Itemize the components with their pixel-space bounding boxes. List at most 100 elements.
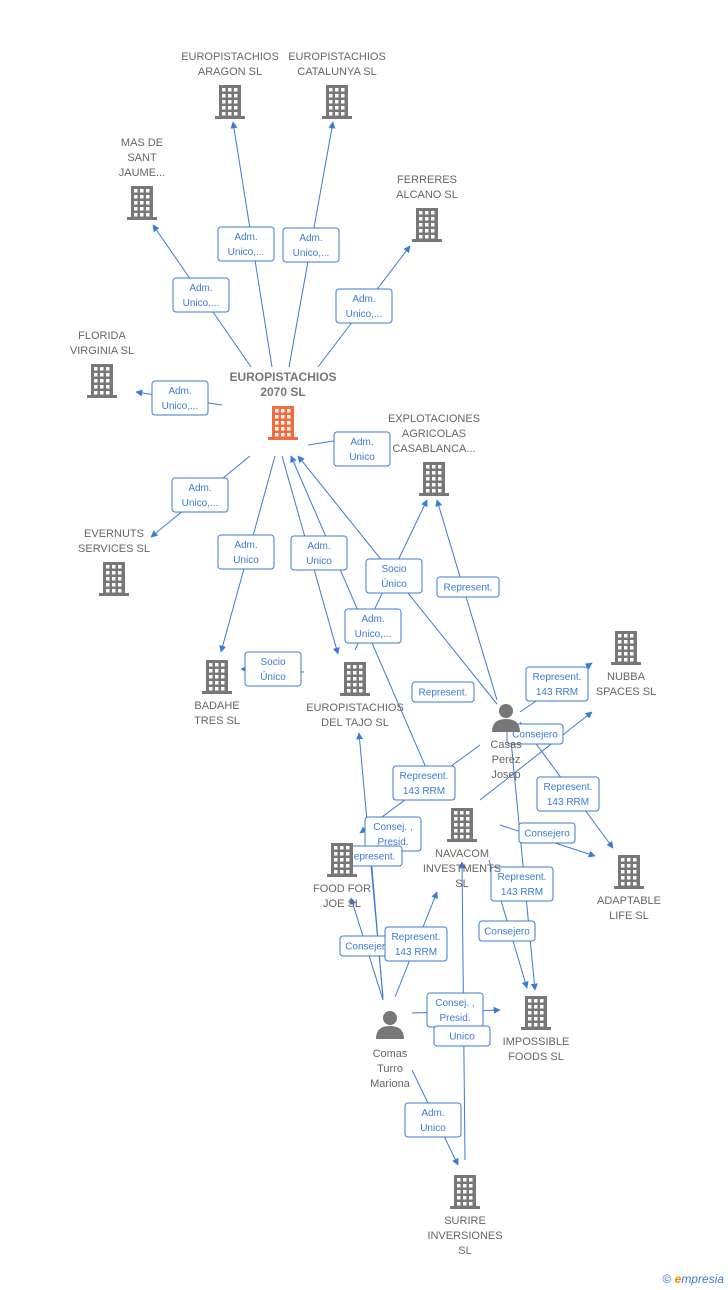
edge-label-main-explot[interactable]: Adm.Unico: [333, 431, 391, 467]
edge-label-main-florida[interactable]: Adm.Unico,...: [151, 380, 209, 416]
edge-label-main-catalunya[interactable]: Adm.Unico,...: [282, 227, 340, 263]
edge-label-casas-main[interactable]: Represent.: [411, 681, 475, 703]
edge-label-text: Unico: [420, 1123, 446, 1134]
person-icon: [492, 704, 520, 732]
edge-casas-explot: [435, 499, 498, 701]
edge-label-casas-impossible[interactable]: Represent.143 RRM: [490, 866, 554, 902]
edge-label-text: Consejero: [524, 829, 570, 840]
node-label: Turro: [377, 1063, 403, 1075]
node-label: BADAHE: [194, 700, 239, 712]
node-label: Comas: [373, 1048, 408, 1060]
edge-label-navacom-adaptable[interactable]: Consejero: [518, 822, 576, 844]
edge-label-box: [290, 535, 348, 571]
node-tajo[interactable]: EUROPISTACHIOS DEL TAJO SL: [306, 662, 404, 729]
edge-label-text: Unico,...: [355, 629, 392, 640]
edge-label-comas-navacom[interactable]: Represent.143 RRM: [384, 926, 448, 962]
edge-label-text: 143 RRM: [403, 786, 445, 797]
edge-label-casas-food[interactable]: Consejero: [506, 723, 564, 745]
node-label: EUROPISTACHIOS: [306, 702, 404, 714]
edge-label-casas-nubba[interactable]: Represent.143 RRM: [525, 666, 589, 702]
edge-label-main-badahe[interactable]: Adm.Unico: [217, 534, 275, 570]
node-label: AGRICOLAS: [402, 428, 466, 440]
edge-label-main-evernuts[interactable]: Adm.Unico,...: [171, 477, 229, 513]
edge-label-main-ferreres[interactable]: Adm.Unico,...: [335, 288, 393, 324]
edge-label-text: Represent.: [400, 771, 449, 782]
node-label: EXPLOTACIONES: [388, 413, 480, 425]
edge-label-box: [217, 226, 275, 262]
edge-label-text: 143 RRM: [547, 797, 589, 808]
building-icon: [611, 631, 641, 665]
edge-label-text: Represent.: [498, 872, 547, 883]
edge-label-box: [282, 227, 340, 263]
brand-rest: mpresia: [681, 1272, 724, 1286]
edge-label-casas-adaptable[interactable]: Represent.143 RRM: [536, 776, 600, 812]
node-label: SURIRE: [444, 1215, 486, 1227]
node-label: FOOD FOR: [313, 883, 371, 895]
building-icon: [99, 562, 129, 596]
node-label: SANT: [127, 152, 157, 164]
building-icon: [614, 855, 644, 889]
node-label: Josep: [491, 769, 520, 781]
edge-labels-layer: Adm.Unico,...Adm.Unico,...Adm.Unico,...A…: [151, 226, 600, 1138]
edge-label-box: [433, 1025, 491, 1047]
edge-label-box: [404, 1102, 462, 1138]
node-explot[interactable]: EXPLOTACIONESAGRICOLASCASABLANCA...: [388, 413, 480, 496]
edge-label-main-mas[interactable]: Adm.Unico,...: [172, 277, 230, 313]
building-icon: [521, 996, 551, 1030]
edge-label-casas-food[interactable]: Represent. 143 RRM: [392, 765, 456, 801]
edge-label-text: Adm.: [188, 483, 211, 494]
building-icon: [419, 462, 449, 496]
node-label: ARAGON SL: [198, 66, 262, 78]
node-label: Perez: [492, 754, 521, 766]
node-label: Casas: [490, 739, 522, 751]
edge-label-text: Unico: [349, 452, 375, 463]
node-label: SPACES SL: [596, 686, 656, 698]
edge-label-box: [518, 822, 576, 844]
edge-label-text: Adm.: [189, 283, 212, 294]
edge-label-comas-impossible[interactable]: Consej. ,Presid.: [426, 992, 484, 1028]
node-label: MAS DE: [121, 137, 163, 149]
edge-label-main-tajo[interactable]: Adm.Unico: [290, 535, 348, 571]
node-label: EUROPISTACHIOS: [288, 51, 386, 63]
edge-label-surire-navacom[interactable]: Unico: [433, 1025, 491, 1047]
edge-label-casas-explot[interactable]: Represent.: [436, 576, 500, 598]
edge-comas-food: [368, 855, 384, 1001]
edge-label-text: Socio: [260, 657, 285, 668]
edge-label-text: Unico,...: [162, 401, 199, 412]
edge-label-navacom-impossible[interactable]: Consejero: [478, 920, 536, 942]
edge-label-text: Unico: [233, 555, 259, 566]
edge-label-text: Consejero: [512, 730, 558, 741]
edge-label-main-aragon[interactable]: Adm.Unico,...: [217, 226, 275, 262]
node-label: NAVACOM: [435, 848, 489, 860]
node-aragon[interactable]: EUROPISTACHIOS ARAGON SL: [181, 51, 279, 119]
node-label: EUROPISTACHIOS: [229, 370, 336, 384]
edge-label-text: Represent.: [392, 932, 441, 943]
empresia-logo[interactable]: © empresia: [662, 1272, 724, 1286]
node-label: DEL TAJO SL: [321, 717, 389, 729]
edge-label-box: [490, 866, 554, 902]
building-icon: [87, 364, 117, 398]
edge-label-box: [384, 926, 448, 962]
node-label: EUROPISTACHIOS: [181, 51, 279, 63]
edge-label-navacom-main[interactable]: Adm.Unico,...: [344, 608, 402, 644]
node-mas[interactable]: MAS DESANTJAUME...: [119, 137, 165, 220]
edge-label-box: [478, 920, 536, 942]
edge-label-comas-surire[interactable]: Adm.Unico: [404, 1102, 462, 1138]
